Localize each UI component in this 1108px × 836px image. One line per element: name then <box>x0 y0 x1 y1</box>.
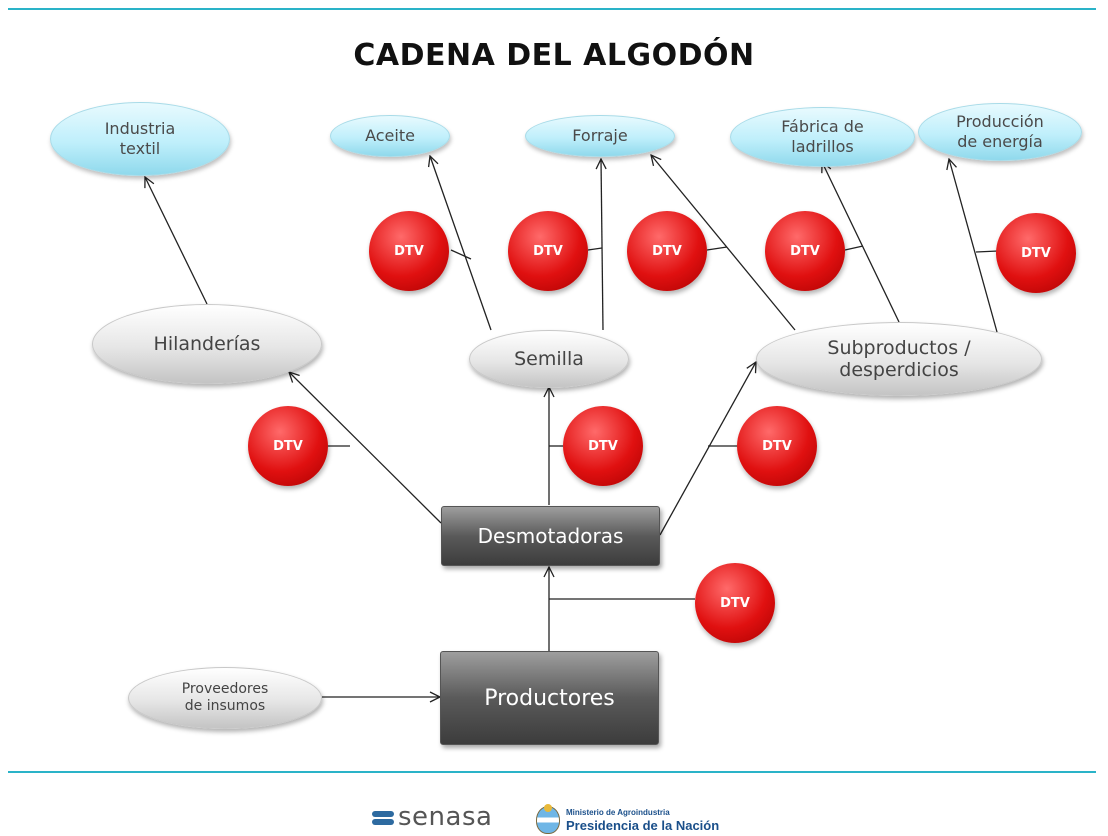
arrow-hilanderias-to-industria <box>145 177 208 305</box>
senasa-logo-text: senasa <box>398 802 493 832</box>
dtv-connector-5 <box>975 250 999 253</box>
node-aceite: Aceite <box>330 115 450 157</box>
node-semilla: Semilla <box>469 330 629 388</box>
national-seal-icon <box>536 804 560 834</box>
arrow-subproductos-to-forraje <box>651 155 796 331</box>
node-productores: Productores <box>440 651 659 745</box>
node-produccion-energia: Producción de energía <box>918 103 1082 161</box>
arrow-desmotadoras-to-subproductos <box>659 362 756 536</box>
presidencia-text: Presidencia de la Nación <box>566 818 720 833</box>
arrow-subproductos-to-ladrillos <box>822 162 900 323</box>
dtv-connector-2 <box>587 247 603 251</box>
node-forraje: Forraje <box>525 115 675 157</box>
arrow-semilla-to-forraje <box>601 159 603 331</box>
dtv-badge: DTV <box>563 406 643 486</box>
node-subproductos: Subproductos / desperdicios <box>756 322 1042 396</box>
top-rule <box>8 8 1096 10</box>
dtv-badge: DTV <box>737 406 817 486</box>
node-hilanderias: Hilanderías <box>92 304 322 384</box>
dtv-badge: DTV <box>695 563 775 643</box>
node-fabrica-ladrillos: Fábrica de ladrillos <box>730 107 915 167</box>
node-industria-textil: Industria textil <box>50 102 230 176</box>
arrow-semilla-to-aceite <box>430 156 492 331</box>
footer-logos: senasa Ministerio de Agroindustria Presi… <box>0 800 1108 836</box>
dtv-badge: DTV <box>248 406 328 486</box>
dtv-connector-3 <box>706 246 728 251</box>
senasa-logo-icon <box>372 810 396 826</box>
dtv-connector-1 <box>450 249 472 260</box>
node-desmotadoras: Desmotadoras <box>441 506 660 566</box>
dtv-badge: DTV <box>369 211 449 291</box>
arrow-subproductos-to-energia <box>949 159 998 333</box>
dtv-badge: DTV <box>508 211 588 291</box>
diagram-title: CADENA DEL ALGODÓN <box>353 38 755 73</box>
node-proveedores-insumos: Proveedores de insumos <box>128 667 322 729</box>
dtv-badge: DTV <box>765 211 845 291</box>
dtv-connector-4 <box>844 245 864 251</box>
bottom-rule <box>8 771 1096 773</box>
arrow-desmotadoras-to-hilanderias <box>289 372 442 524</box>
dtv-badge: DTV <box>996 213 1076 293</box>
ministerio-text: Ministerio de Agroindustria <box>566 808 670 817</box>
dtv-badge: DTV <box>627 211 707 291</box>
